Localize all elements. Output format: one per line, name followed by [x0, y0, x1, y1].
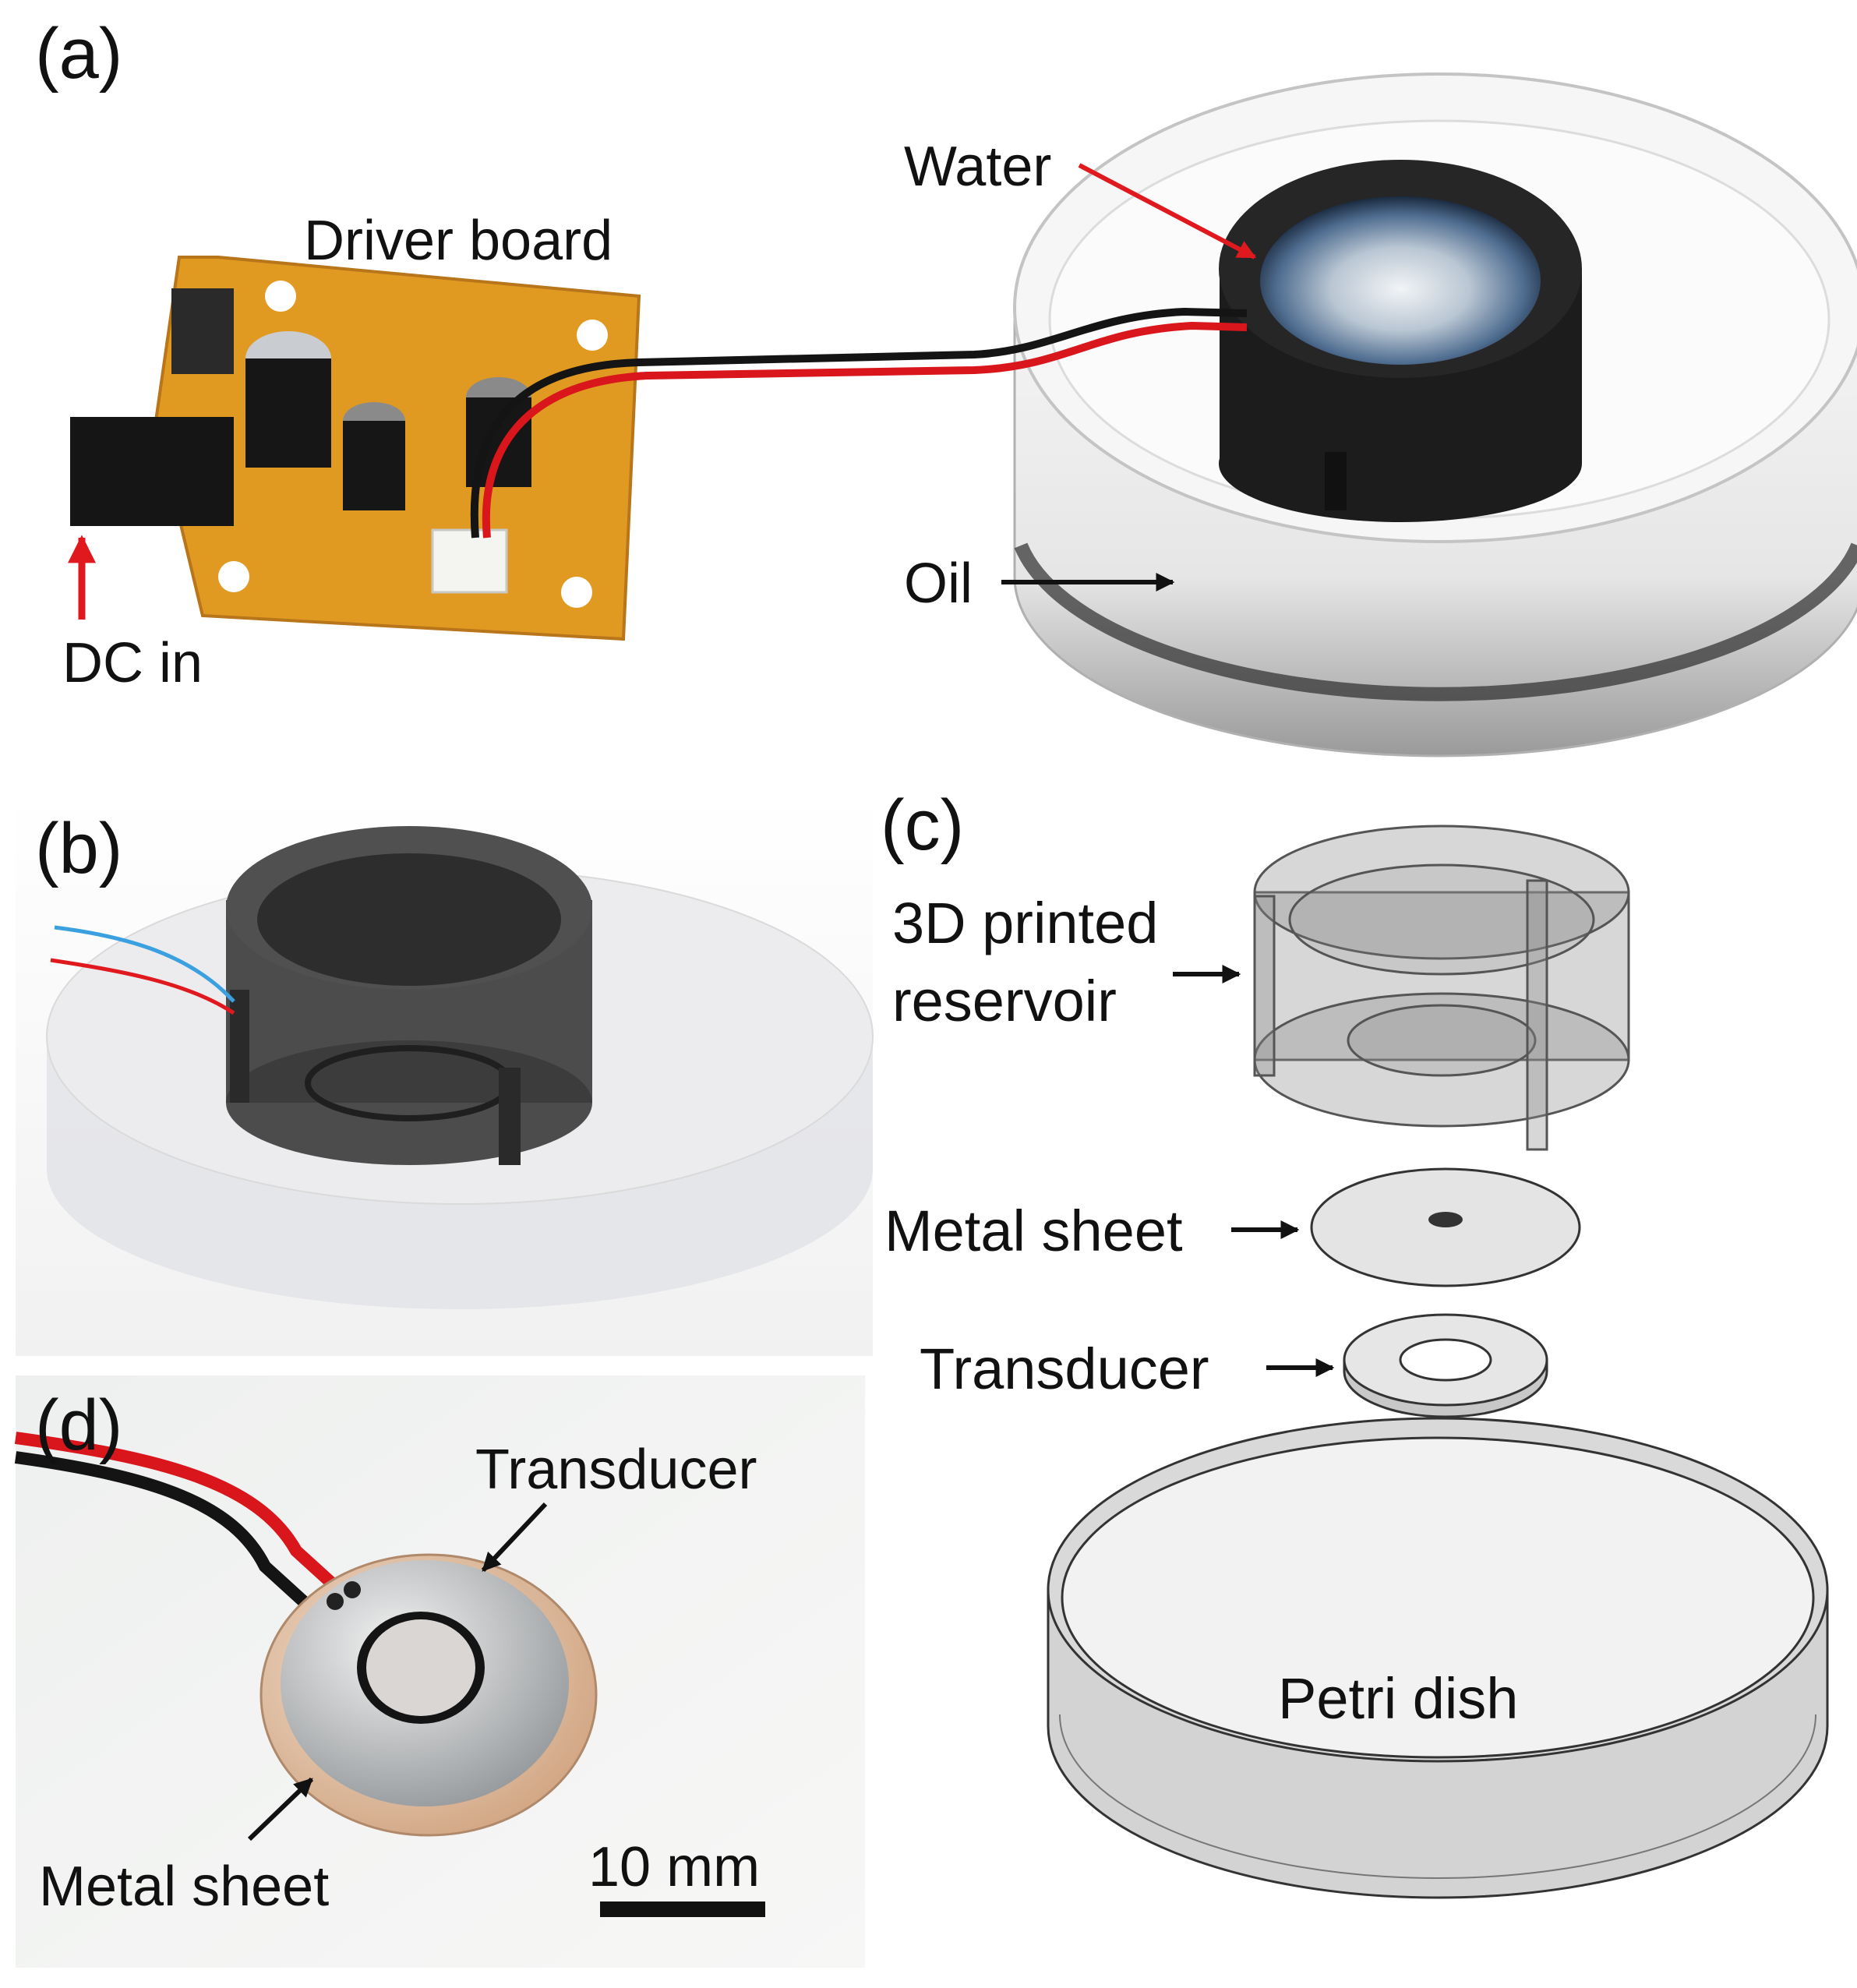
- metal-sheet-label-d: Metal sheet: [39, 1856, 329, 1918]
- lead-wire-black: [14, 1451, 312, 1610]
- driver-board: [70, 256, 641, 641]
- water-label: Water: [904, 136, 1051, 198]
- metal-sheet-label-c: Metal sheet: [884, 1199, 1183, 1263]
- petri-dish-diagram: [1047, 1417, 1829, 1899]
- reservoir-label-line2: reservoir: [892, 969, 1117, 1033]
- transducer-photo: [259, 1553, 598, 1837]
- rendered-wire-red: [50, 958, 235, 1015]
- transducer-label-d: Transducer: [475, 1439, 757, 1501]
- dc-in-label: DC in: [62, 632, 203, 694]
- petri-dish-label: Petri dish: [1278, 1666, 1518, 1731]
- scale-bar: [600, 1901, 765, 1917]
- panel-a-label: (a): [35, 14, 122, 94]
- wire-red: [482, 321, 1248, 538]
- oil-label: Oil: [904, 553, 973, 615]
- water-reservoir: [1219, 160, 1582, 522]
- wire-black: [470, 307, 1248, 538]
- panel-c-label: (c): [881, 786, 964, 865]
- reservoir-diagram: [1253, 825, 1630, 1151]
- panel-b: (b): [16, 795, 874, 1356]
- transducer-diagram: [1343, 1313, 1548, 1418]
- rendered-wire-blue: [54, 925, 235, 1003]
- transducer-label-c: Transducer: [920, 1337, 1209, 1401]
- rendered-reservoir: [226, 826, 592, 1165]
- driver-board-label: Driver board: [304, 210, 613, 272]
- lead-wire-red: [14, 1432, 344, 1594]
- transducer-arrow-d: [481, 1502, 548, 1573]
- reservoir-label-line1: 3D printed: [892, 891, 1158, 955]
- scale-bar-label: 10 mm: [588, 1836, 760, 1898]
- panel-d: (d) Transducer Metal sheet 10 mm: [14, 1375, 865, 1968]
- panel-c: (c) 3D printed reservoir Metal sheet Tra…: [881, 786, 1829, 1899]
- panel-d-label: (d): [35, 1386, 122, 1465]
- panel-a: (a) Driver board Water Oil DC in: [35, 14, 1857, 757]
- panel-b-label: (b): [35, 809, 122, 888]
- metal-sheet-diagram: [1310, 1167, 1581, 1287]
- metal-sheet-arrow-d: [247, 1777, 314, 1841]
- water-arrow: [1078, 163, 1257, 260]
